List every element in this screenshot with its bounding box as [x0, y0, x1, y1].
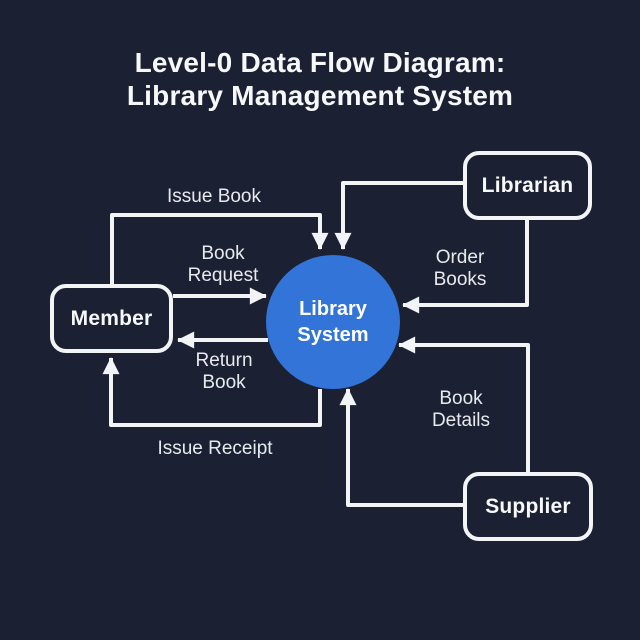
flow-arrow-issue-book — [110, 213, 329, 284]
flow-arrow-supplier-to-system — [339, 388, 463, 507]
entity-librarian: Librarian — [463, 151, 592, 220]
flow-arrow-book-details — [398, 336, 530, 472]
flow-label-issue-book: Issue Book — [167, 186, 261, 207]
flow-label-return-book: Return Book — [195, 350, 253, 393]
diagram-title-line2: Library Management System — [126, 80, 514, 111]
flow-label-order-books: Order Books — [433, 247, 487, 290]
entity-member: Member — [50, 284, 173, 353]
entity-supplier-label: Supplier — [485, 494, 571, 518]
diagram-title-line1: Level-0 Data Flow Diagram: — [134, 47, 506, 78]
entity-librarian-label: Librarian — [481, 173, 574, 197]
flow-arrow-issue-receipt — [102, 357, 322, 427]
entity-supplier: Supplier — [463, 472, 593, 541]
flow-arrow-order-books — [402, 220, 529, 314]
flow-arrow-librarian-to-system — [334, 181, 463, 250]
diagram-title: Level-0 Data Flow Diagram: Library Manag… — [0, 46, 640, 112]
flow-label-book-request: Book Request — [187, 243, 259, 286]
process-label: Library System — [297, 298, 369, 346]
entity-member-label: Member — [70, 306, 153, 330]
process-library-system: Library System — [266, 255, 400, 389]
flow-label-book-details: Book Details — [431, 388, 491, 431]
flow-label-issue-receipt: Issue Receipt — [157, 438, 273, 459]
